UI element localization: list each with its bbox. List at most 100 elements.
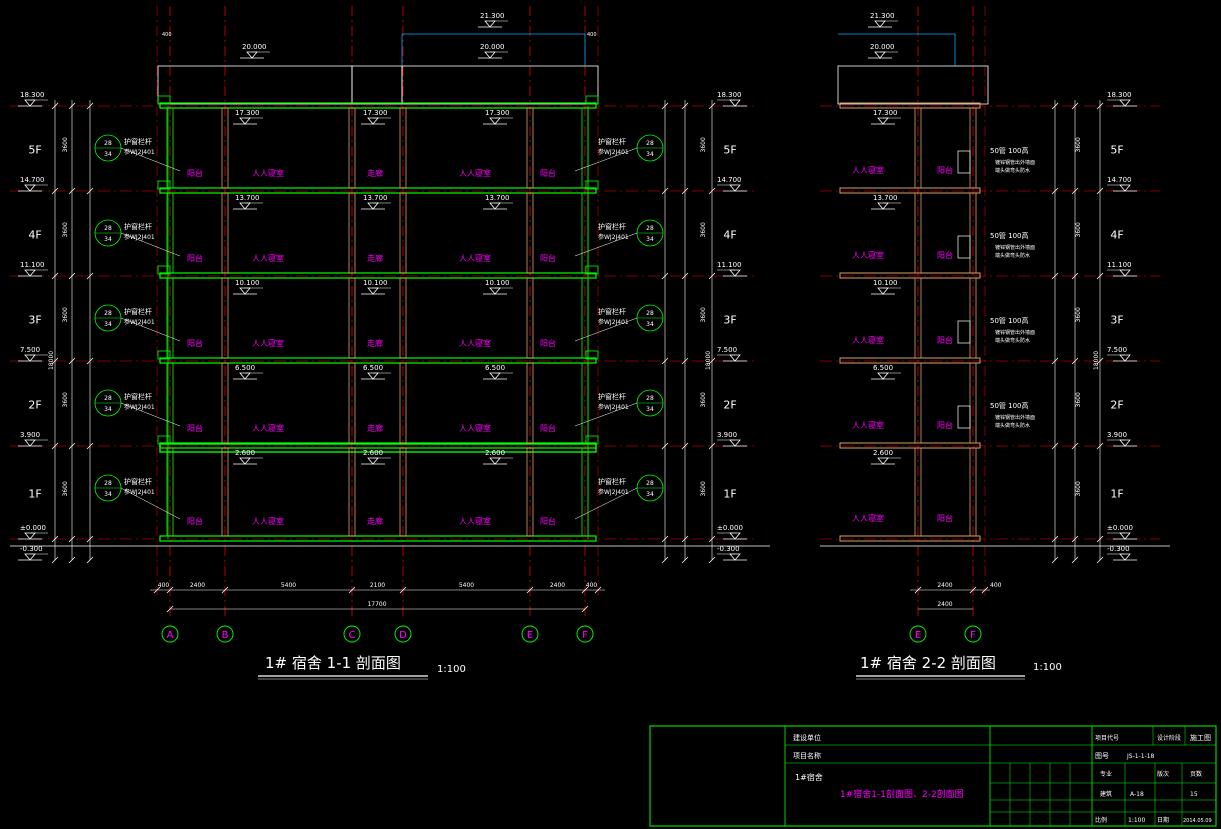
line <box>1096 272 1104 280</box>
elevation-right: -0.300 <box>717 545 740 553</box>
drawing-name: 1#宿舍1-1剖面图、2-2剖面图 <box>840 788 964 800</box>
line <box>348 586 356 594</box>
floor-slab-2 <box>839 187 981 194</box>
axis-label-F: F <box>582 630 588 641</box>
room-label: 人人寝室 <box>252 338 284 348</box>
floor-height: 3600 <box>62 481 69 496</box>
elevation-right: 3.900 <box>717 431 737 439</box>
elevation-left: ±0.000 <box>20 524 46 532</box>
floor-height: 3600 <box>700 137 707 152</box>
line <box>51 272 59 280</box>
elev-parapet: 20.000 <box>480 43 505 51</box>
wall-2 <box>969 192 977 274</box>
floor-label-2: 4F <box>1110 229 1123 242</box>
elevation-2: 3.900 <box>1107 431 1127 439</box>
floor-height: 3600 <box>700 307 707 322</box>
floor-slab <box>159 272 597 279</box>
sheets: 15 <box>1190 791 1198 798</box>
wall-2 <box>969 362 977 444</box>
pipe-note: 50管 100高 <box>990 316 1029 325</box>
slab-mark: 2.600 <box>235 449 255 457</box>
railing-note: 护窗栏杆 <box>598 477 626 486</box>
sheet-label: 图号 <box>1095 752 1109 760</box>
callout-num: 28 <box>646 140 654 147</box>
room-label-2: 阳台 <box>937 335 953 345</box>
floor-label-2: 1F <box>1110 488 1123 501</box>
callout-num: 34 <box>104 151 112 158</box>
beam <box>585 265 599 275</box>
railing-ref: 参WJ2J401 <box>124 148 155 156</box>
slab-mark-2: 17.300 <box>873 109 898 117</box>
line <box>86 535 94 543</box>
floor-label: 3F <box>723 314 736 327</box>
elevation-left: 3.900 <box>20 431 40 439</box>
floor-height: 3600 <box>700 392 707 407</box>
room-label: 阳台 <box>187 168 203 178</box>
line <box>120 317 181 342</box>
line <box>1071 102 1079 110</box>
line <box>981 586 989 594</box>
line <box>51 442 59 450</box>
line <box>166 605 174 613</box>
line <box>1071 442 1079 450</box>
sheet: JS-1-1-18 <box>1126 753 1155 760</box>
railing-note: 护窗栏杆 <box>124 477 152 486</box>
line <box>661 187 669 195</box>
floor-label: 4F <box>723 229 736 242</box>
callout-num: 28 <box>104 225 112 232</box>
pipe-box <box>957 150 971 174</box>
line <box>120 402 181 427</box>
line <box>681 357 689 365</box>
axis-bubble <box>576 625 594 643</box>
floor-height-2: 3600 <box>1075 222 1082 237</box>
line <box>1071 357 1079 365</box>
line <box>86 442 94 450</box>
line <box>1051 535 1059 543</box>
line <box>86 187 94 195</box>
parapet-2 <box>837 65 989 105</box>
slab-mark: 2.600 <box>363 449 383 457</box>
line <box>581 586 589 594</box>
line <box>1051 187 1059 195</box>
room-label: 走廊 <box>367 168 383 178</box>
section-2-2-title: 1# 宿舍 2-2 剖面图 <box>860 654 996 672</box>
railing-note: 护窗栏杆 <box>598 222 626 231</box>
line <box>68 102 76 110</box>
wall <box>166 362 174 444</box>
line <box>1096 556 1104 564</box>
line <box>120 232 181 257</box>
elevation-2: 14.700 <box>1107 176 1132 184</box>
callout-num: 28 <box>646 225 654 232</box>
wall <box>348 362 356 444</box>
room-label: 人人寝室 <box>459 168 491 178</box>
room-label: 阳台 <box>187 338 203 348</box>
floor-slab <box>159 357 597 364</box>
beam <box>157 350 171 360</box>
line <box>1096 102 1104 110</box>
elevation-2: -0.300 <box>1107 545 1130 553</box>
line <box>86 357 94 365</box>
floor-slab <box>159 102 597 109</box>
pipe-note-3: 端头做弯头防水 <box>995 252 1030 259</box>
callout-num: 34 <box>104 491 112 498</box>
drawing-num-label: 项目代号 <box>1095 734 1119 742</box>
line <box>51 357 59 365</box>
elevation-right: ±0.000 <box>717 524 743 532</box>
wall <box>526 277 534 359</box>
floor-slab-2 <box>839 535 981 542</box>
line <box>68 442 76 450</box>
total-value-2: 2400 <box>937 601 952 608</box>
railing-note: 护窗栏杆 <box>598 307 626 316</box>
wall <box>399 447 407 537</box>
parapet-right <box>401 65 599 105</box>
slab-mark: 2.600 <box>485 449 505 457</box>
room-label: 走廊 <box>367 516 383 526</box>
callout-num: 28 <box>646 310 654 317</box>
elevation-2: 11.100 <box>1107 261 1132 269</box>
dim-value: 2400 <box>550 582 565 589</box>
line <box>681 272 689 280</box>
building-name: 1#宿舍 <box>795 772 823 782</box>
axis-label-2-F: F <box>970 630 976 641</box>
title-block: 建设单位项目名称1#宿舍1#宿舍1-1剖面图、2-2剖面图项目代号设计阶段施工图… <box>649 725 1217 827</box>
